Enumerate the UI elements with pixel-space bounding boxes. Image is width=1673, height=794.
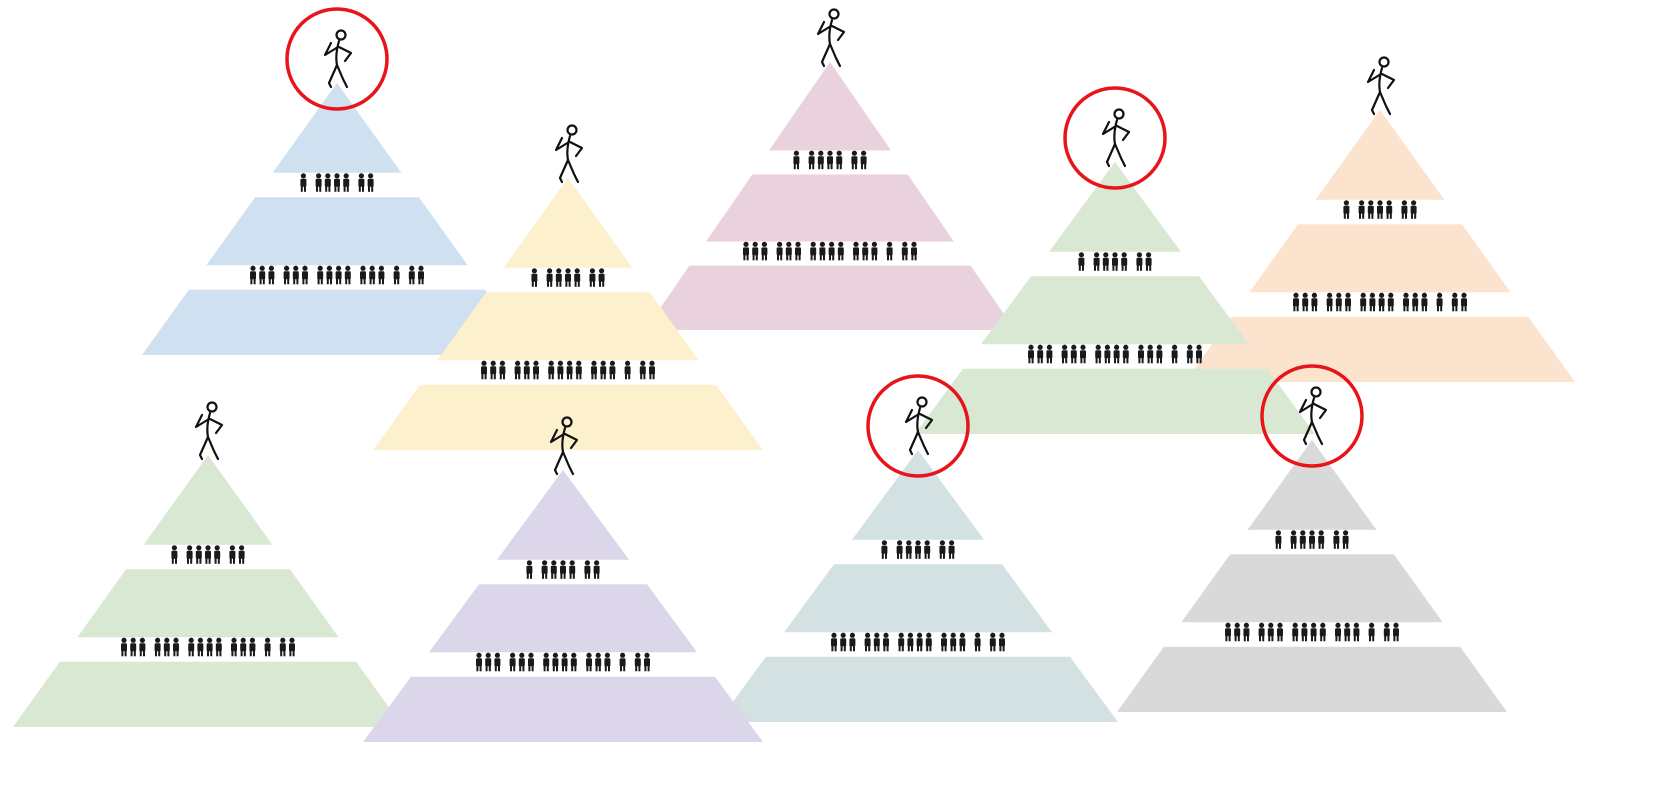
- pyramid-teal: [718, 374, 1118, 722]
- highlight-circle-icon: [1260, 364, 1364, 468]
- pyramid-tier-2: [706, 174, 954, 242]
- people-group-icon: [526, 560, 600, 579]
- people-group-icon: [481, 360, 655, 380]
- people-group-icon: [300, 173, 374, 192]
- people-group-icon: [171, 545, 245, 564]
- people-group-icon: [476, 652, 650, 672]
- people-group-icon: [831, 632, 1005, 652]
- people-group-icon: [1028, 344, 1202, 364]
- people-group-icon: [250, 265, 424, 285]
- pyramid-pink: [645, 8, 1015, 330]
- people-group-icon: [1078, 252, 1152, 271]
- people-group-icon: [531, 268, 605, 287]
- pyramid-tier-1: [143, 455, 273, 545]
- pyramid-tier-2: [1249, 224, 1511, 293]
- pyramid-tier-2: [784, 564, 1052, 633]
- highlight-circle-icon: [285, 7, 389, 111]
- pyramid-tier-2: [437, 292, 699, 361]
- pyramid-tier-1: [768, 62, 892, 151]
- pyramid-tier-1: [497, 470, 629, 560]
- pyramid-tier-1: [1315, 110, 1445, 200]
- pyramid-tier-3: [1117, 646, 1507, 712]
- highlight-circle-icon: [866, 374, 970, 478]
- pyramid-green-right: [915, 86, 1315, 434]
- pyramid-green-left: [13, 401, 403, 727]
- dancing-leader-icon: [554, 124, 584, 184]
- dancing-leader-icon: [194, 401, 224, 461]
- pyramid-orange: [1185, 56, 1575, 382]
- pyramid-tier-2: [981, 276, 1249, 345]
- pyramid-tier-1: [852, 450, 984, 540]
- people-group-icon: [793, 150, 867, 170]
- people-group-icon: [1275, 530, 1349, 549]
- people-group-icon: [121, 637, 295, 657]
- pyramid-tier-3: [142, 289, 532, 355]
- pyramid-tier-3: [363, 676, 763, 742]
- pyramid-tier-2: [206, 197, 468, 266]
- pyramid-tier-1: [272, 83, 402, 173]
- dancing-leader-icon: [1366, 56, 1396, 116]
- dancing-leader-icon: [904, 396, 934, 456]
- pyramid-purple: [363, 416, 763, 742]
- dancing-leader-icon: [549, 416, 579, 476]
- pyramid-tier-3: [915, 368, 1315, 434]
- pyramid-tier-3: [718, 656, 1118, 722]
- pyramid-tier-3: [1185, 316, 1575, 382]
- highlight-circle-icon: [1063, 86, 1167, 190]
- pyramid-tier-1: [1049, 162, 1181, 252]
- pyramid-tier-3: [13, 661, 403, 727]
- dancing-leader-icon: [1101, 108, 1131, 168]
- people-group-icon: [881, 540, 955, 559]
- dancing-leader-icon: [323, 29, 353, 89]
- pyramid-tier-2: [1181, 554, 1443, 623]
- people-group-icon: [1293, 292, 1467, 312]
- people-group-icon: [1343, 200, 1417, 219]
- pyramid-blue: [142, 7, 532, 355]
- pyramid-tier-2: [429, 584, 697, 653]
- dancing-leader-icon: [816, 8, 846, 68]
- pyramid-gray: [1117, 364, 1507, 712]
- pyramid-tier-1: [1247, 440, 1377, 530]
- pyramid-tier-3: [645, 265, 1015, 330]
- people-group-icon: [743, 241, 917, 261]
- people-group-icon: [1225, 622, 1399, 642]
- pyramid-tier-1: [503, 178, 633, 268]
- pyramid-tier-2: [77, 569, 339, 638]
- dancing-leader-icon: [1298, 386, 1328, 446]
